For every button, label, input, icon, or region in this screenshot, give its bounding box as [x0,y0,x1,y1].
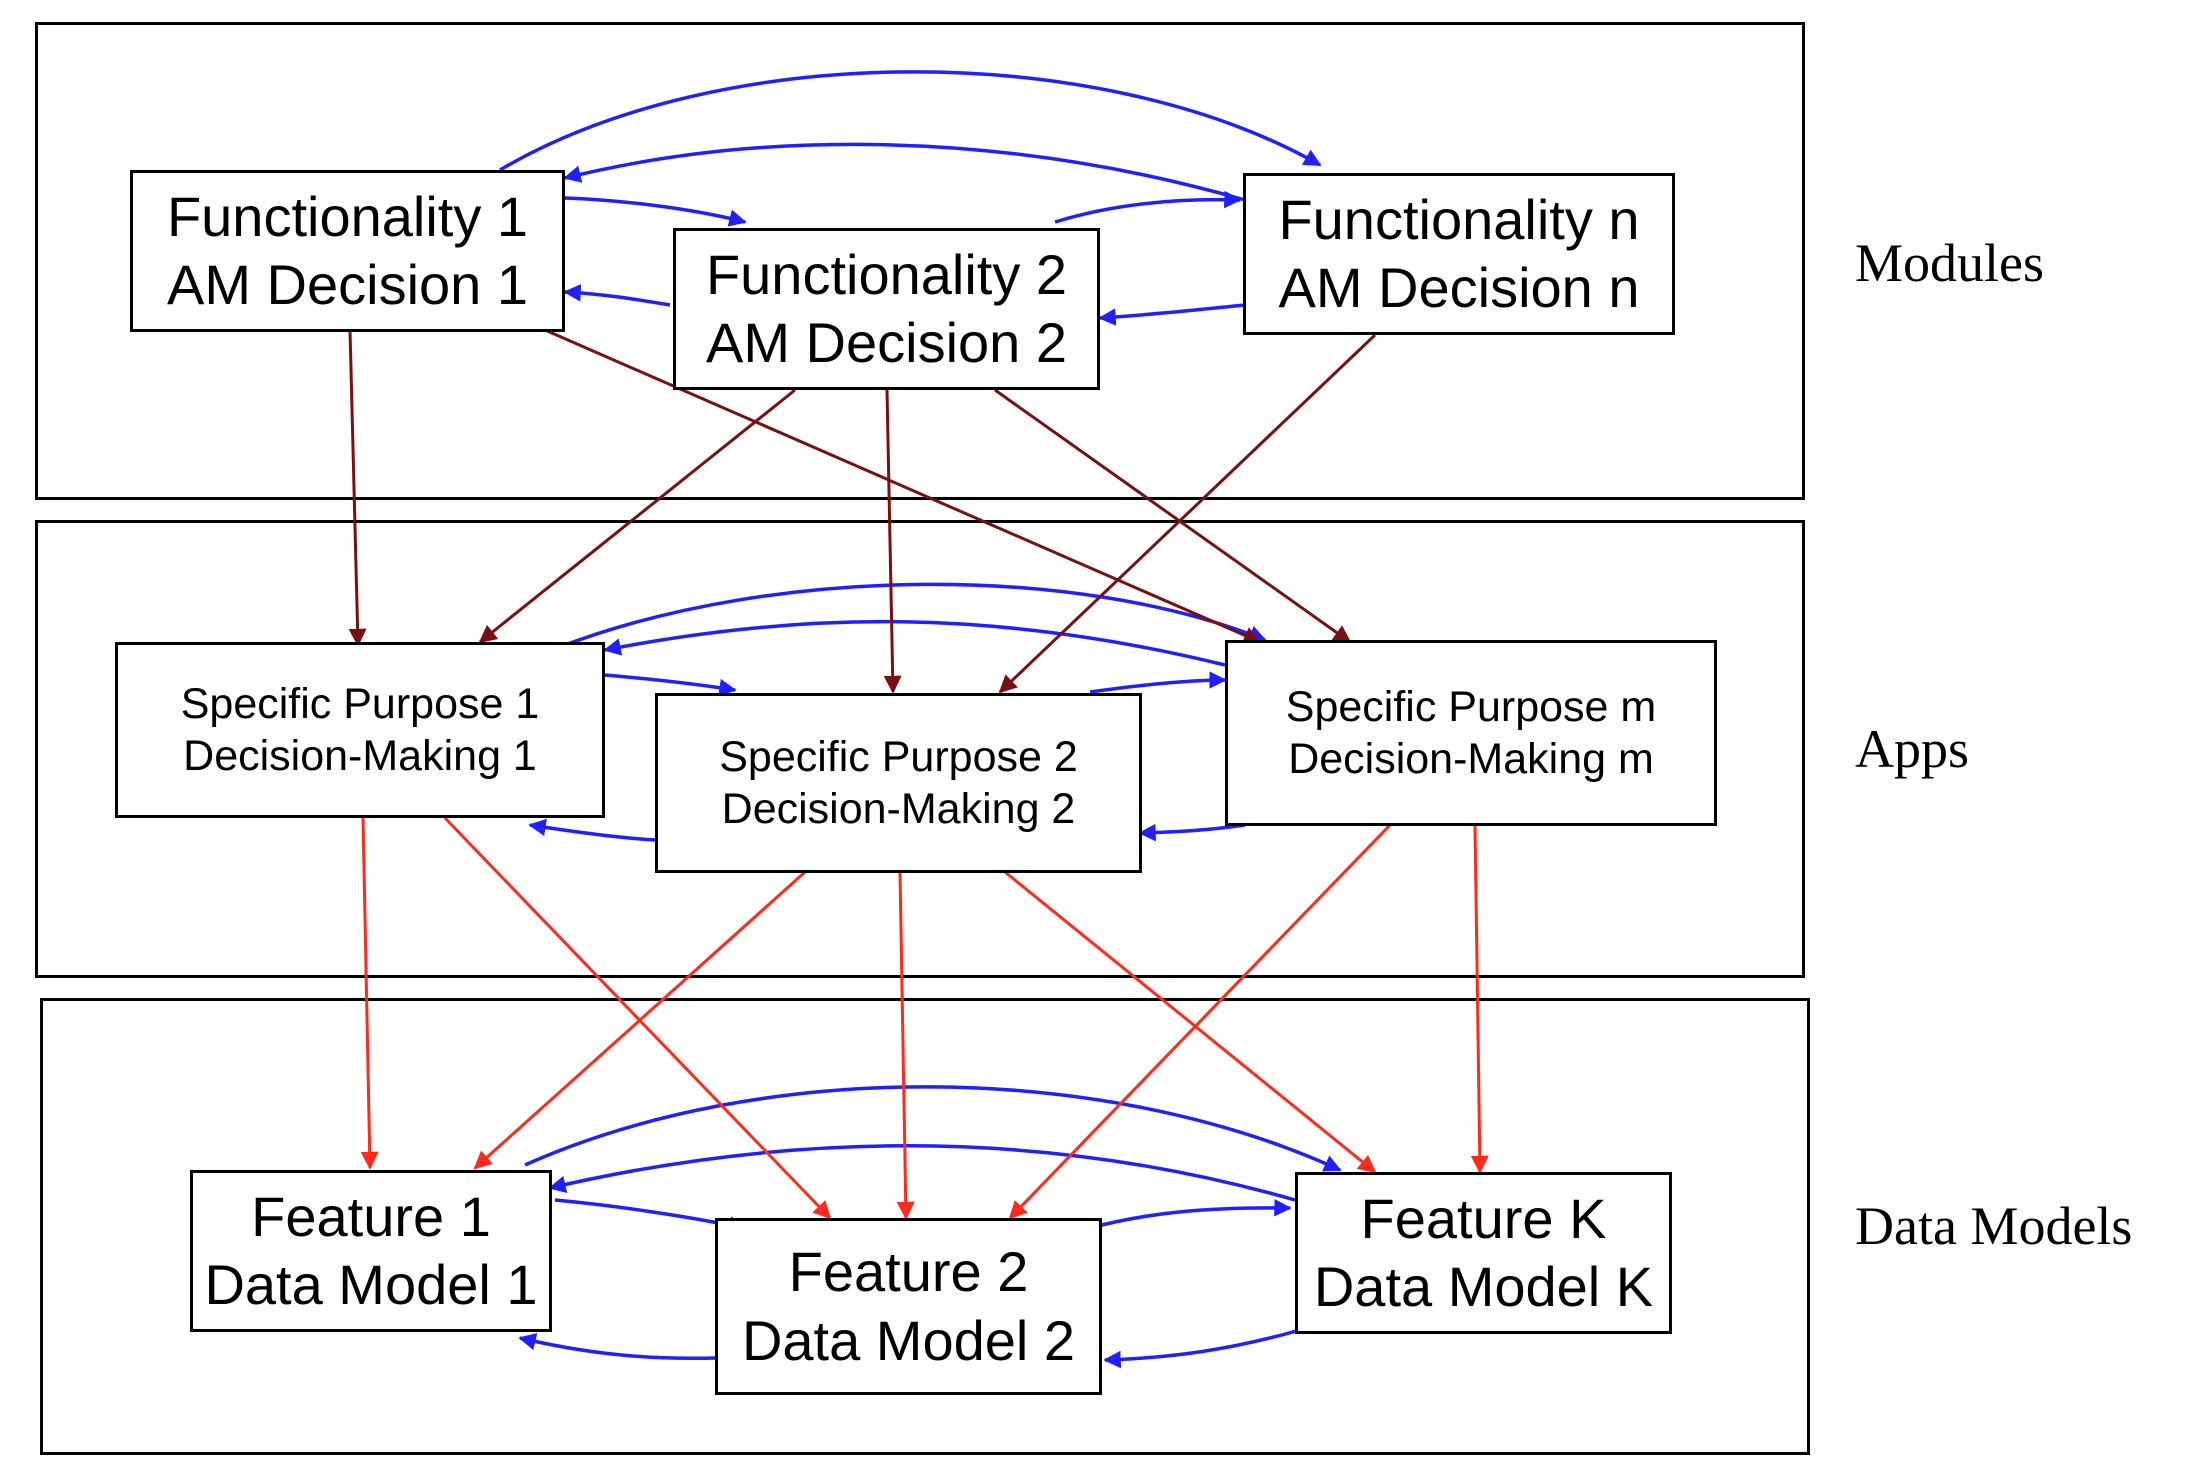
edge-f1-am [544,328,1262,644]
app-node-m[interactable]: Specific Purpose m Decision-Making m [1225,640,1717,826]
app-node-m-line2: Decision-Making m [1288,735,1654,783]
module-node-n-line1: Functionality n [1278,187,1640,251]
edge-f2-fn [1054,190,1242,224]
module-node-1[interactable]: Functionality 1 AM Decision 1 [130,170,565,332]
data-model-node-2-line1: Feature 2 [788,1240,1029,1304]
apps-panel [35,520,1805,978]
edge-f1-fn-upper [499,70,1322,172]
edge-f2-a2 [883,389,902,694]
edge-f2-am [994,388,1352,644]
app-node-1-line1: Specific Purpose 1 [180,679,540,728]
edge-d2-dk [1089,1199,1292,1230]
data-model-node-k-line1: Feature K [1360,1186,1607,1250]
module-node-2-line2: AM Decision 2 [705,311,1068,374]
edge-am-a1-upper [603,619,1226,667]
data-model-node-k[interactable]: Feature K Data Model K [1295,1172,1672,1334]
edge-f1-f2 [564,196,747,227]
edge-a2-am [1089,671,1227,694]
edge-f2-f1 [563,284,671,307]
edge-a1-d2 [443,816,832,1220]
edge-am-dk [1470,824,1489,1174]
edge-d1-dk-upper [524,1085,1342,1172]
edge-a2-a1 [528,818,656,842]
module-node-1-line2: AM Decision 1 [166,253,529,316]
edge-f2-a1 [478,388,796,644]
edge-dk-d2 [1103,1328,1301,1369]
modules-panel [35,22,1805,500]
data-model-node-1[interactable]: Feature 1 Data Model 1 [190,1170,552,1332]
data-model-node-2[interactable]: Feature 2 Data Model 2 [715,1218,1102,1395]
data-models-intra-edges [518,1085,1342,1369]
apps-intra-edges [528,582,1267,842]
module-node-n[interactable]: Functionality n AM Decision n [1243,173,1675,335]
edge-am-a2 [1138,823,1246,842]
layer-label-apps: Apps [1855,719,1970,779]
data-model-node-k-line2: Data Model K [1313,1255,1654,1318]
data-models-panel [40,998,1810,1455]
app-node-2-line1: Specific Purpose 2 [719,732,1078,781]
app-to-data-model-edges [360,816,1489,1220]
layer-label-modules: Modules [1855,233,2044,293]
edge-fn-a2 [998,333,1377,694]
app-node-m-line1: Specific Purpose m [1285,682,1657,731]
app-node-2-line2: Decision-Making 2 [721,785,1076,833]
edge-fn-f2 [1098,303,1246,326]
edge-a1-a2 [604,673,737,697]
edge-a2-d2 [896,871,915,1220]
edge-f1-a1 [348,329,367,647]
module-node-n-line2: AM Decision n [1278,256,1640,319]
app-node-2[interactable]: Specific Purpose 2 Decision-Making 2 [655,693,1142,873]
edge-am-d2 [1008,823,1392,1220]
module-node-2[interactable]: Functionality 2 AM Decision 2 [673,228,1100,390]
layer-label-data-models: Data Models [1855,1196,2133,1256]
data-model-node-2-line2: Data Model 2 [741,1308,1076,1372]
app-node-1[interactable]: Specific Purpose 1 Decision-Making 1 [115,642,605,818]
edge-a2-d1 [473,870,807,1170]
edge-d2-d1 [518,1333,716,1361]
module-node-2-line1: Functionality 2 [705,242,1068,306]
module-to-app-edges [348,328,1377,694]
edge-a2-dk [1004,870,1377,1174]
app-node-1-line2: Decision-Making 1 [183,732,537,780]
data-model-node-1-line2: Data Model 1 [204,1253,538,1316]
edge-a1-am-upper [564,582,1267,647]
modules-intra-edges [499,70,1322,326]
module-node-1-line1: Functionality 1 [166,184,529,248]
edge-fn-f1-upper [563,142,1246,202]
edge-dk-d1-upper [548,1144,1296,1202]
data-model-node-1-line1: Feature 1 [251,1184,491,1248]
edge-a1-d1 [360,817,379,1170]
